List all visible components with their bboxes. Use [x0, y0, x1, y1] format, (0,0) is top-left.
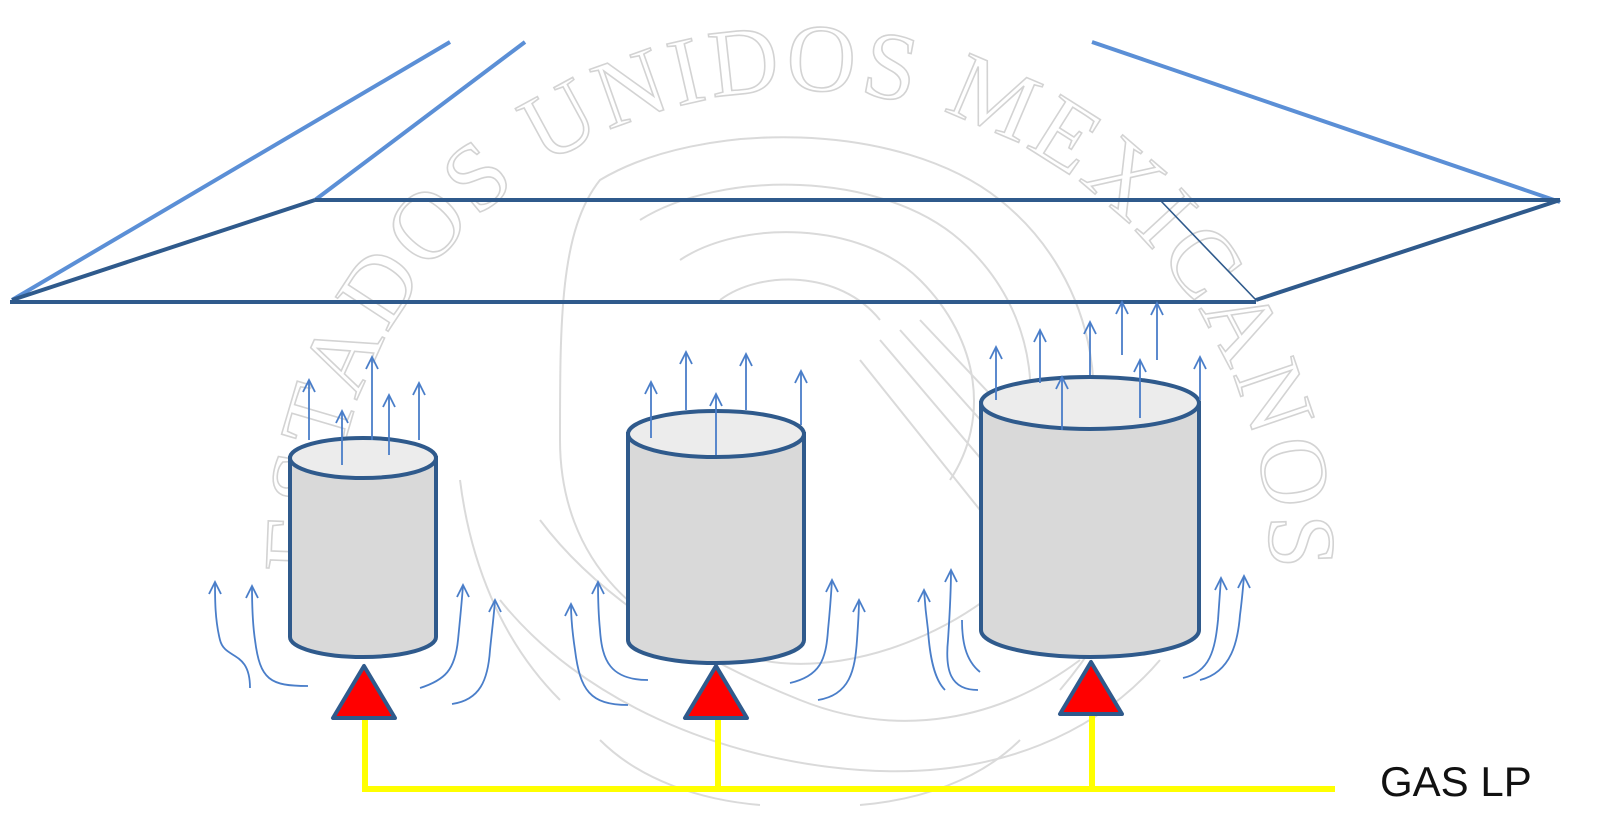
pot-large — [979, 375, 1201, 659]
curved-arrow-icon — [451, 597, 502, 705]
up-arrow-icon — [1055, 374, 1069, 430]
up-arrow-icon — [335, 408, 349, 465]
burner-left-icon — [331, 664, 397, 720]
hood-right-diagonal — [1159, 199, 1257, 301]
vapor-arrows — [302, 299, 1207, 465]
extraction-hood — [10, 40, 1561, 304]
hood-right-side — [1255, 198, 1561, 302]
gas-lp-label: GAS LP — [1380, 758, 1532, 805]
up-arrow-icon — [365, 354, 379, 440]
up-arrow-icon — [1033, 327, 1047, 383]
gas-main-line — [362, 715, 1335, 792]
curved-arrow-icon — [564, 601, 629, 706]
hood-right-duct — [1091, 40, 1561, 204]
gas-line — [362, 710, 1335, 792]
curved-arrow-icon — [1182, 575, 1228, 679]
up-arrow-icon — [1083, 319, 1097, 375]
up-arrow-icon — [1193, 354, 1207, 400]
curved-arrow-icon — [591, 579, 649, 681]
up-arrow-icon — [679, 349, 693, 410]
burner-middle-icon — [683, 664, 749, 720]
hood-left-duct-inner — [313, 40, 527, 202]
burner-right-icon — [1058, 660, 1124, 716]
curved-arrow-icon — [1199, 573, 1251, 681]
curved-arrow-icon — [208, 579, 251, 689]
curved-arrow-icon — [245, 583, 309, 687]
pot-small — [288, 436, 438, 659]
up-arrow-icon — [989, 344, 1003, 400]
hood-left-side — [11, 198, 316, 302]
up-arrow-icon — [412, 380, 426, 440]
up-arrow-icon — [302, 377, 316, 440]
up-arrow-icon — [1133, 357, 1147, 418]
curved-arrow-icon — [817, 597, 866, 701]
up-arrow-icon — [739, 351, 753, 410]
up-arrow-icon — [1115, 299, 1129, 355]
up-arrow-icon — [382, 392, 396, 455]
up-arrow-icon — [1150, 300, 1164, 360]
heat-flow-arrows — [208, 567, 1251, 706]
curved-arrow-icon — [419, 582, 470, 689]
up-arrow-icon — [794, 368, 808, 425]
curved-arrow-icon — [944, 567, 979, 691]
up-arrow-icon — [644, 379, 658, 438]
up-arrow-icon — [709, 391, 723, 455]
curved-arrow-icon — [961, 619, 981, 673]
curved-arrow-icon — [917, 587, 946, 691]
curved-arrow-icon — [789, 577, 839, 684]
hood-left-duct-outer — [10, 40, 452, 302]
